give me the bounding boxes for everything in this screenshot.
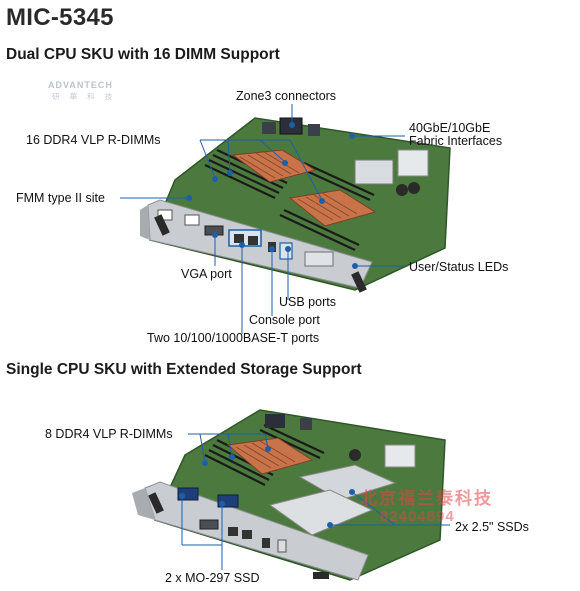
callout-lines-2: [179, 433, 450, 570]
watermark-phone: 82404894: [380, 508, 455, 525]
callout-lines-1: [120, 104, 405, 334]
product-title: MIC-5345: [6, 4, 114, 31]
label-usb-ports: USB ports: [279, 295, 336, 309]
zone3-dot: [289, 122, 295, 128]
advantech-logo: ADVANTECH: [48, 80, 113, 90]
label-8-ddr4-dimms: 8 DDR4 VLP R-DIMMs: [45, 427, 173, 441]
label-vga-port: VGA port: [181, 267, 232, 281]
cpu-heatsink: [226, 437, 314, 475]
ssd-2: [268, 489, 374, 536]
label-2x-ssds: 2x 2.5" SSDs: [455, 520, 529, 534]
section-heading-dual-cpu: Dual CPU SKU with 16 DIMM Support: [6, 46, 280, 63]
dual-cpu-board-image: [140, 117, 451, 293]
single-cpu-board-image: [132, 409, 446, 581]
label-console-port: Console port: [249, 313, 320, 327]
label-ethernet-ports: Two 10/100/1000BASE-T ports: [147, 331, 320, 345]
advantech-logo-subtext: 研 華 科 技: [52, 92, 117, 101]
label-fmm-site: FMM type II site: [16, 191, 105, 205]
label-fabric-line1: 40GbE/10GbE: [409, 121, 491, 135]
cpu2-heatsink: [288, 189, 377, 227]
label-user-status-leds: User/Status LEDs: [409, 260, 509, 274]
label-fabric-line2: Fabric Interfaces: [409, 134, 503, 148]
label-mo297-ssd: 2 x MO-297 SSD: [165, 571, 260, 585]
label-16-ddr4-dimms: 16 DDR4 VLP R-DIMMs: [26, 133, 161, 147]
section-heading-single-cpu: Single CPU SKU with Extended Storage Sup…: [6, 361, 362, 378]
watermark-company: 北京福兰泰科技: [360, 489, 493, 508]
label-zone3-connectors: Zone3 connectors: [236, 89, 337, 103]
